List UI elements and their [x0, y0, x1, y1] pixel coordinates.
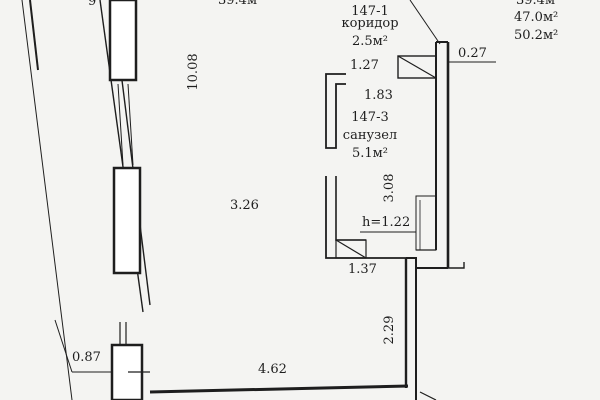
- area-fragment-right: 39.4м: [516, 0, 556, 8]
- ceiling-height: h=1.22: [362, 215, 411, 230]
- total-area-2: 50.2м²: [514, 28, 559, 43]
- bathroom-wall-left-lower: [325, 176, 406, 259]
- bathroom-wall-left-upper: [325, 73, 346, 149]
- boundary-line-inner: [29, 0, 39, 71]
- bathroom-name: санузел: [342, 128, 398, 143]
- leader-087: [54, 319, 73, 373]
- dim-room-length: 10.08: [186, 53, 201, 91]
- dim-room-width: 3.26: [230, 198, 259, 213]
- dim-window-wall: 0.87: [72, 350, 101, 365]
- window-middle: [112, 166, 142, 275]
- corridor-number: 147-1: [351, 4, 389, 19]
- total-area-1: 47.0м²: [514, 10, 559, 25]
- bathroom-number: 147-3: [351, 110, 389, 125]
- dim-bath-width-bottom: 1.37: [348, 262, 377, 277]
- bathroom-block: [335, 239, 367, 259]
- area-fragment-top: 39.4м²: [218, 0, 263, 8]
- low-ceiling-zone: [415, 195, 437, 251]
- corridor-area: 2.5м²: [352, 34, 388, 49]
- window-top: [108, 0, 138, 82]
- dim-corridor-width: 1.27: [350, 58, 379, 73]
- corridor-name: коридор: [341, 16, 399, 31]
- dim-bath-width-top: 1.83: [364, 88, 393, 103]
- boundary-line-outer: [21, 0, 73, 400]
- dim-bottom-length: 4.62: [258, 362, 287, 377]
- dim-left-cut: 9: [88, 0, 97, 9]
- diagonal-top-right: [409, 0, 441, 45]
- bathroom-area: 5.1м²: [352, 146, 388, 161]
- corridor-niche: [397, 55, 437, 79]
- dim-right-wall: 0.27: [458, 46, 487, 61]
- window-divider-2: [127, 83, 134, 166]
- dim-passage-length: 2.29: [382, 315, 397, 345]
- window-divider-1: [117, 83, 124, 166]
- wall-bottom: [149, 384, 409, 394]
- dim-bath-length: 3.08: [382, 173, 397, 203]
